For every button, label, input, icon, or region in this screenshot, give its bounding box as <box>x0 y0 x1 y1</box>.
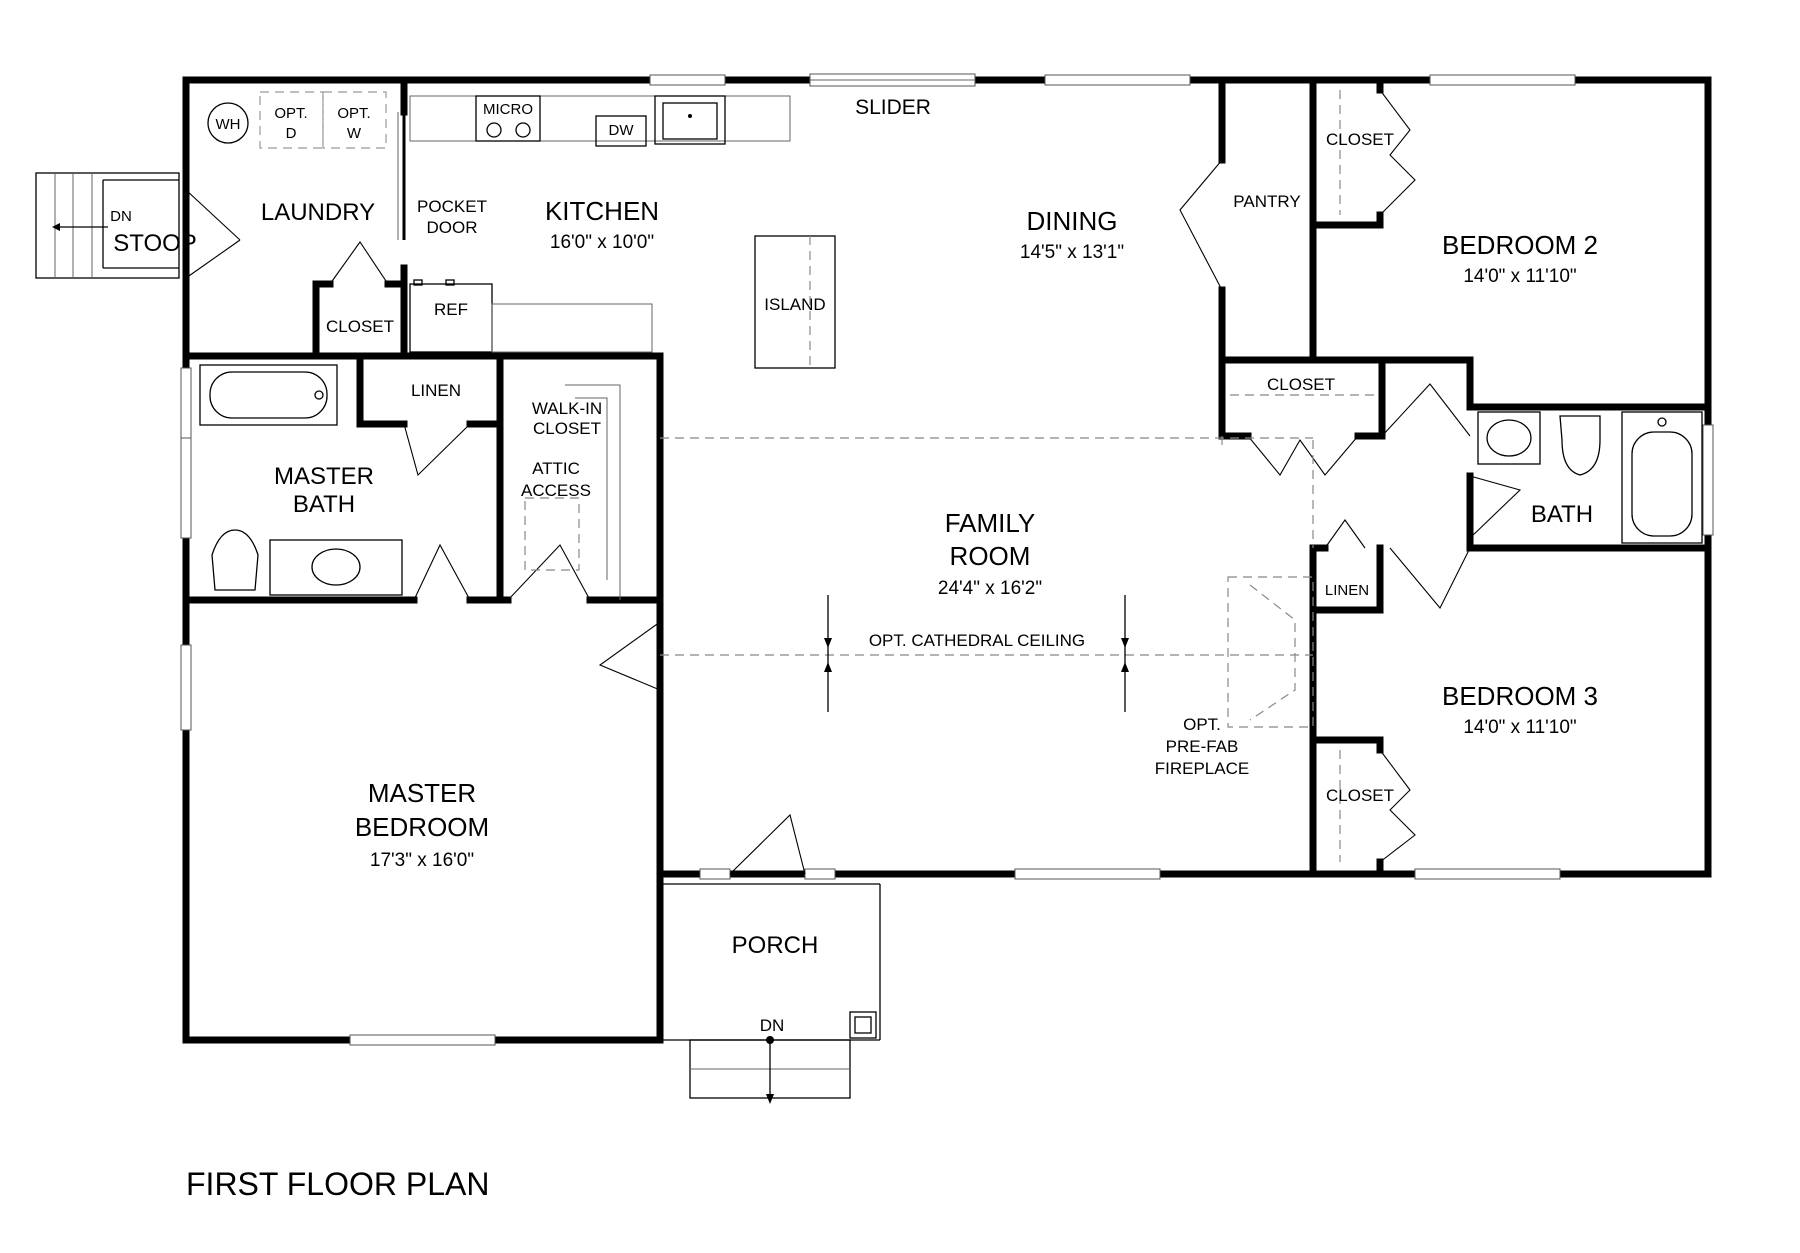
opt-w-label-2: W <box>347 125 362 142</box>
dining-dims: 14'5" x 13'1" <box>1020 242 1124 263</box>
wh-label: WH <box>216 116 241 133</box>
porch <box>656 870 881 1104</box>
laundry-closet-label: CLOSET <box>326 317 394 336</box>
laundry-fixtures <box>207 91 387 149</box>
pantry-label: PANTRY <box>1233 192 1300 211</box>
toilet-icon <box>1559 415 1601 476</box>
bath-label: BATH <box>1531 501 1593 528</box>
bedroom2-closet-label: CLOSET <box>1326 130 1394 149</box>
fireplace-label-3: FIREPLACE <box>1155 759 1249 778</box>
doors <box>185 89 1522 875</box>
room-labels: LAUNDRY KITCHEN 16'0" x 10'0" DINING 14'… <box>113 196 1598 959</box>
stoop-label: STOOP <box>113 230 197 257</box>
dining-label: DINING <box>1027 206 1118 236</box>
walls <box>182 76 1712 1044</box>
kitchen-fixtures <box>409 95 836 369</box>
fireplace-label-1: OPT. <box>1183 715 1221 734</box>
walkin-closet-label-1: WALK-IN <box>532 399 602 418</box>
opt-d-label-2: D <box>286 125 297 142</box>
kitchen-label: KITCHEN <box>545 196 659 226</box>
sink-icon <box>1477 411 1541 465</box>
laundry-label: LAUNDRY <box>261 199 375 226</box>
bedroom2-label: BEDROOM 2 <box>1442 230 1598 260</box>
attic-access <box>524 384 621 600</box>
master-linen-label: LINEN <box>411 381 461 400</box>
master-bath-label-2: BATH <box>293 491 355 518</box>
opt-d-label-1: OPT. <box>274 105 307 122</box>
attic-access-label-1: ATTIC <box>532 459 580 478</box>
ref-label: REF <box>434 300 468 319</box>
cathedral-ceiling-arrows <box>824 595 1129 712</box>
micro-label: MICRO <box>483 101 533 118</box>
master-bath-label-1: MASTER <box>274 463 374 490</box>
toilet-icon <box>211 529 259 591</box>
dw-label: DW <box>609 122 635 139</box>
porch-dn-label: DN <box>760 1016 785 1035</box>
attic-access-label-2: ACCESS <box>521 481 591 500</box>
master-bath-fixtures <box>199 364 403 596</box>
hall-closet-label: CLOSET <box>1267 375 1335 394</box>
hall-linen-label: LINEN <box>1325 582 1369 599</box>
bedroom3-dims: 14'0" x 11'10" <box>1463 717 1576 738</box>
island <box>754 235 836 369</box>
family-label-2: ROOM <box>950 541 1031 571</box>
fireplace-label-2: PRE-FAB <box>1166 737 1239 756</box>
bath-fixtures <box>1477 411 1703 544</box>
bedroom3-label: BEDROOM 3 <box>1442 681 1598 711</box>
opt-w-label-1: OPT. <box>337 105 370 122</box>
master-bedroom-label-2: BEDROOM <box>355 812 489 842</box>
stoop-dn-label: DN <box>110 208 132 225</box>
kitchen-dims: 16'0" x 10'0" <box>550 232 654 253</box>
fixture-labels: WH OPT. D OPT. W MICRO DW SLIDER POCKET … <box>110 96 1394 1035</box>
walkin-closet-label-2: CLOSET <box>533 419 601 438</box>
dishwasher-icon <box>595 115 647 147</box>
sink-icon <box>654 95 726 145</box>
vanity-icon <box>269 539 403 596</box>
washer-icon <box>322 91 387 149</box>
fireplace <box>1227 576 1314 728</box>
master-bedroom-label-1: MASTER <box>368 778 476 808</box>
bedroom2-dims: 14'0" x 11'10" <box>1463 266 1576 287</box>
pocket-door-label-1: POCKET <box>417 197 487 216</box>
slider-label: SLIDER <box>855 96 931 119</box>
cathedral-ceiling-label: OPT. CATHEDRAL CEILING <box>869 631 1085 650</box>
plan-title: FIRST FLOOR PLAN <box>186 1166 489 1202</box>
family-label-1: FAMILY <box>945 508 1036 538</box>
porch-label: PORCH <box>732 932 819 959</box>
island-label: ISLAND <box>764 295 825 314</box>
windows <box>180 73 1714 1046</box>
master-bedroom-dims: 17'3" x 16'0" <box>370 850 474 871</box>
bedroom3-closet-label: CLOSET <box>1326 786 1394 805</box>
family-dims: 24'4" x 16'2" <box>938 578 1042 599</box>
pocket-door-label-2: DOOR <box>427 218 478 237</box>
dashed-lines <box>660 90 1374 862</box>
bathtub-icon <box>1621 411 1703 544</box>
bathtub-icon <box>199 364 338 426</box>
stoop <box>35 172 180 279</box>
water-heater-icon <box>207 102 249 144</box>
range-icon <box>475 95 541 142</box>
